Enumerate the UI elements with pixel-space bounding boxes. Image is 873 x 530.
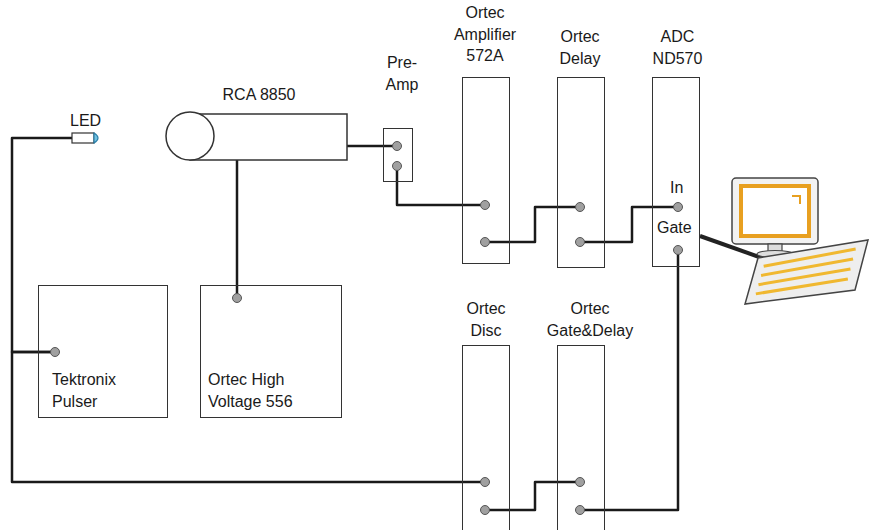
signal-wire [12,138,72,352]
module-label: ADC ND570 [640,26,715,69]
connector-port [481,506,490,515]
signal-wire [236,160,239,298]
led-lens [94,133,98,143]
connector-port [576,478,585,487]
connector-port [481,478,490,487]
module-label: Ortec Gate&Delay [540,298,640,341]
signal-wire [347,145,397,148]
connector-port [393,142,402,151]
monitor-housing [732,178,818,244]
module-label: LED [70,110,116,132]
module-outline [652,77,700,267]
adc-module: ADC ND570InGate [640,26,719,268]
pulser-box: Tektronix Pulser [38,285,168,418]
module-label: RCA 8850 [204,84,314,106]
preamp-module: Pre-Amp [378,52,430,184]
keyboard [745,240,868,304]
photomultiplier-tube: RCA 8850 [164,84,350,162]
module-outline [557,77,605,268]
module-label: Ortec High Voltage 556 [208,369,336,412]
connector-port [674,203,683,212]
connector-port [393,162,402,171]
key-row [756,279,848,294]
led-body [72,133,94,143]
led: LED [66,110,120,148]
keyboard-keys [756,249,856,294]
led-symbol [66,128,116,148]
signal-wire [580,250,678,510]
connector-port [576,203,585,212]
module-label: Tektronix Pulser [52,369,162,412]
connector-port [51,348,60,357]
tube-window [166,112,214,160]
connector-port [674,246,683,255]
signal-wire [12,352,485,482]
key-row [764,249,856,266]
delay-module: Ortec Delay [545,26,619,269]
connector-port [576,238,585,247]
key-row [761,259,853,275]
module-outline [383,128,413,182]
signal-wire [485,207,580,242]
module-outline [557,345,605,530]
amplifier-module: Ortec Amplifier 572A [443,2,531,264]
connector-port [576,506,585,515]
port-label: In [670,177,696,199]
monitor-screen [741,186,809,236]
signal-wire [485,482,580,510]
port-label: Gate [657,217,699,239]
module-outline [462,345,510,530]
connector-port [481,238,490,247]
connector-port [481,201,490,210]
signal-wire [397,166,485,205]
discriminator-module: Ortec Disc [455,298,521,530]
module-label: Ortec Disc [455,298,517,341]
connector-port [233,294,242,303]
module-label: Pre-Amp [378,52,426,95]
module-label: Ortec Delay [545,26,615,69]
module-outline [462,77,510,264]
high-voltage-box: Ortec High Voltage 556 [200,285,342,418]
module-label: Ortec Amplifier 572A [443,2,527,67]
screen-mark [792,196,800,204]
gate-delay-module: Ortec Gate&Delay [540,298,644,530]
